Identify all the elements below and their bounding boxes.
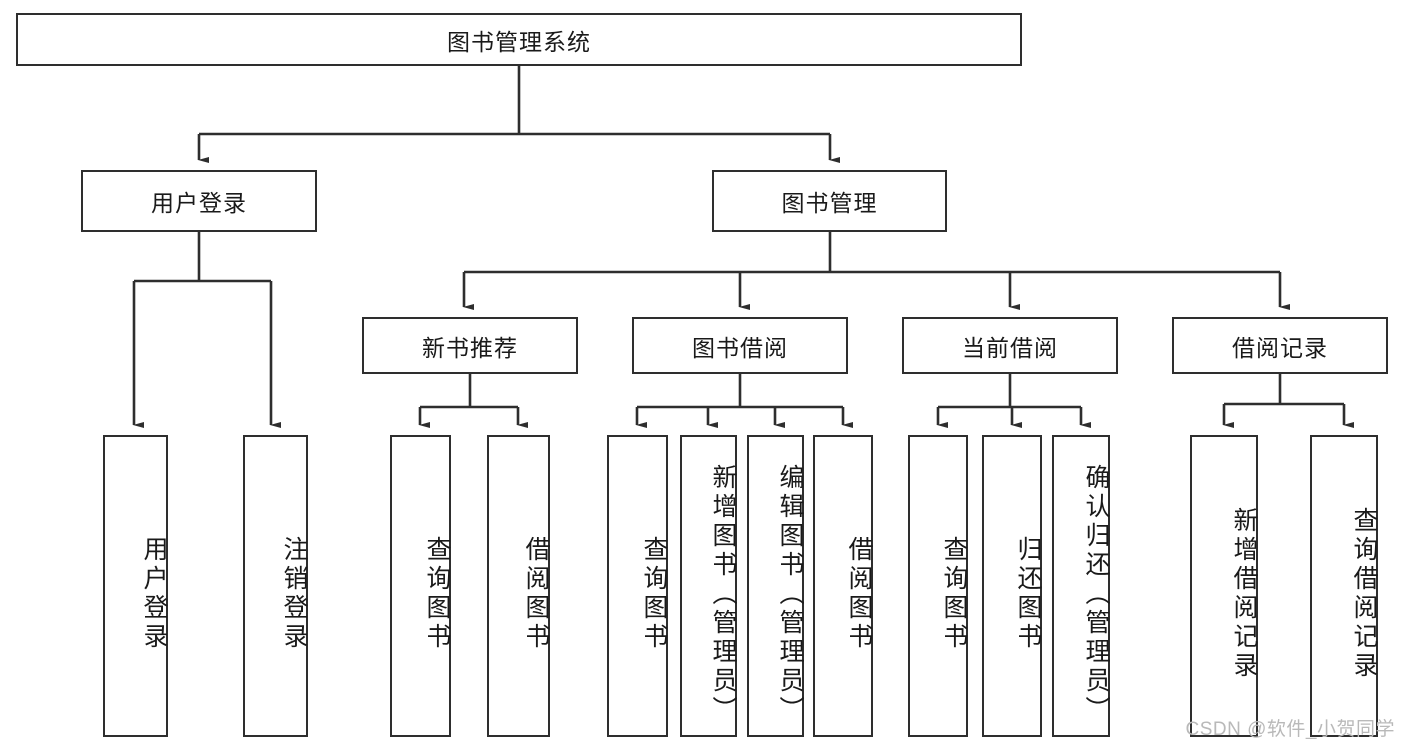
node-label: 图书管理 [781,190,878,216]
node-leaf-query-book-1[interactable]: 查询图书 [390,435,451,737]
node-label: 借阅图书 [522,536,550,652]
node-root-system[interactable]: 图书管理系统 [16,13,1022,66]
node-label: 查询图书 [940,536,968,652]
node-label: 用户登录 [151,190,247,216]
node-label: 借阅记录 [1232,334,1328,361]
node-leaf-confirm-return-admin[interactable]: 确认归还（管理员） [1052,435,1110,737]
node-leaf-query-book-3[interactable]: 查询图书 [908,435,968,737]
node-current-borrow[interactable]: 当前借阅 [902,317,1118,374]
node-user-login[interactable]: 用户登录 [81,170,317,232]
node-label: 图书管理系统 [447,28,591,55]
node-label: 查询借阅记录 [1350,507,1378,681]
node-label: 新增借阅记录 [1230,507,1258,681]
node-leaf-logout[interactable]: 注销登录 [243,435,308,737]
node-label: 当前借阅 [962,334,1058,361]
node-label: 确认归还（管理员） [1082,463,1110,725]
node-leaf-edit-book-admin[interactable]: 编辑图书（管理员） [747,435,804,737]
node-label: 新书推荐 [422,334,518,361]
node-label: 查询图书 [640,536,668,652]
node-book-borrow[interactable]: 图书借阅 [632,317,848,374]
watermark-text: CSDN @软件_小贺同学 [1185,719,1395,740]
node-leaf-borrow-book-2[interactable]: 借阅图书 [813,435,873,737]
node-label: 新增图书（管理员） [709,463,737,725]
node-label: 归还图书 [1014,536,1042,652]
node-book-manage[interactable]: 图书管理 [712,170,947,232]
node-label: 查询图书 [423,536,451,652]
node-borrow-record[interactable]: 借阅记录 [1172,317,1388,374]
node-label: 图书借阅 [692,334,788,361]
node-leaf-return-book[interactable]: 归还图书 [982,435,1042,737]
node-label: 注销登录 [280,536,308,652]
node-leaf-query-borrow-record[interactable]: 查询借阅记录 [1310,435,1378,737]
node-new-book-recommend[interactable]: 新书推荐 [362,317,578,374]
node-label: 编辑图书（管理员） [776,463,804,725]
node-leaf-query-book-2[interactable]: 查询图书 [607,435,668,737]
node-leaf-add-borrow-record[interactable]: 新增借阅记录 [1190,435,1258,737]
node-label: 借阅图书 [845,536,873,652]
node-leaf-borrow-book-1[interactable]: 借阅图书 [487,435,550,737]
node-label: 用户登录 [140,536,168,652]
node-leaf-add-book-admin[interactable]: 新增图书（管理员） [680,435,737,737]
node-leaf-user-login[interactable]: 用户登录 [103,435,168,737]
